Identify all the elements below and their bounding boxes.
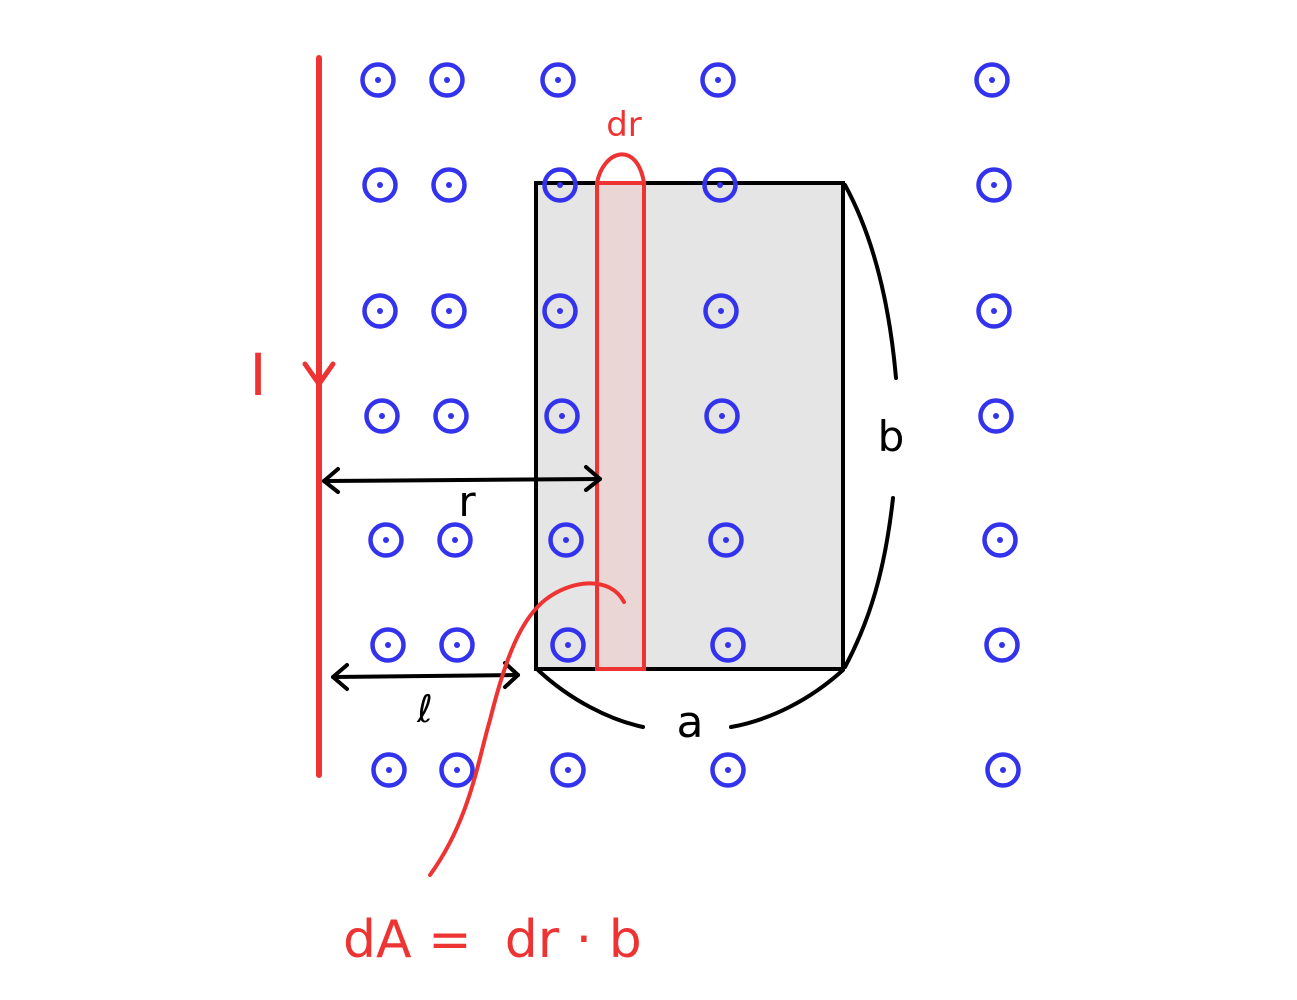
width-a-brace	[536, 668, 845, 729]
field-out-of-page-icon	[439, 627, 475, 663]
field-out-of-page-icon	[371, 752, 407, 788]
distance-l-label: ℓ	[416, 687, 433, 731]
field-out-of-page-icon	[364, 398, 400, 434]
field-out-of-page-icon	[368, 522, 404, 558]
field-out-of-page-icon	[985, 752, 1021, 788]
field-out-of-page-icon	[540, 62, 576, 98]
field-out-of-page-icon	[708, 522, 744, 558]
field-out-of-page-icon	[710, 752, 746, 788]
area-element-label: dA = dr · b	[343, 910, 642, 970]
field-out-of-page-icon	[360, 62, 396, 98]
distance-r-label: r	[458, 477, 476, 526]
field-out-of-page-icon	[544, 398, 580, 434]
field-out-of-page-icon	[702, 167, 738, 203]
magnetic-field-grid	[360, 62, 1021, 788]
loop-width-label: a	[677, 697, 704, 748]
area-element-pointer	[428, 581, 626, 877]
current-label: I	[249, 341, 266, 409]
field-out-of-page-icon	[974, 62, 1010, 98]
field-out-of-page-icon	[362, 167, 398, 203]
strip-dr	[595, 181, 646, 671]
loop-height-label: b	[878, 412, 905, 461]
field-out-of-page-icon	[984, 627, 1020, 663]
field-out-of-page-icon	[710, 627, 746, 663]
field-out-of-page-icon	[703, 293, 739, 329]
field-out-of-page-icon	[982, 522, 1018, 558]
field-out-of-page-icon	[548, 522, 584, 558]
field-out-of-page-icon	[437, 522, 473, 558]
field-out-of-page-icon	[433, 398, 469, 434]
field-out-of-page-icon	[978, 398, 1014, 434]
height-b-brace	[843, 183, 898, 669]
field-out-of-page-icon	[550, 627, 586, 663]
field-out-of-page-icon	[700, 62, 736, 98]
rectangular-loop	[534, 181, 845, 671]
field-out-of-page-icon	[542, 167, 578, 203]
field-out-of-page-icon	[976, 167, 1012, 203]
field-out-of-page-icon	[976, 293, 1012, 329]
field-out-of-page-icon	[429, 62, 465, 98]
field-out-of-page-icon	[370, 627, 406, 663]
field-out-of-page-icon	[431, 293, 467, 329]
field-out-of-page-icon	[362, 293, 398, 329]
strip-width-bracket	[595, 152, 646, 185]
strip-width-label: dr	[606, 105, 642, 145]
magnetic-field-grid-over-loop	[542, 167, 746, 663]
field-out-of-page-icon	[550, 752, 586, 788]
distance-r-arrow	[322, 465, 602, 494]
field-out-of-page-icon	[431, 167, 467, 203]
field-out-of-page-icon	[439, 752, 475, 788]
field-out-of-page-icon	[704, 398, 740, 434]
field-out-of-page-icon	[542, 293, 578, 329]
current-arrow-icon	[302, 361, 336, 387]
distance-l-arrow	[331, 661, 520, 691]
